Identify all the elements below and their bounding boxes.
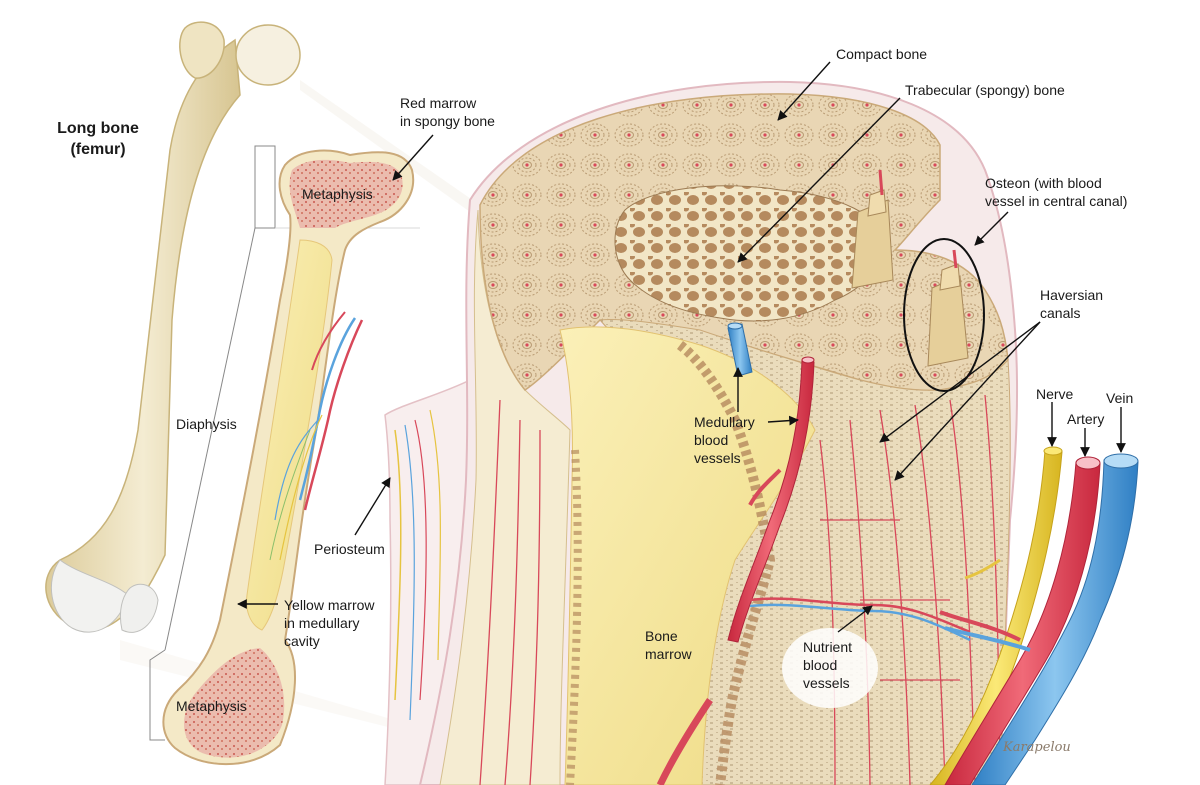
- arrow-nutrient-vessels: [837, 605, 873, 633]
- arrow-haversian-1: [879, 321, 1041, 443]
- label-metaphysis-bottom: Metaphysis: [176, 698, 247, 714]
- arrow-haversian-2: [894, 321, 1041, 481]
- label-nerve: Nerve: [1036, 386, 1074, 402]
- femur-section: [149, 145, 420, 766]
- leader-arrows: [237, 61, 1126, 633]
- label-bone-marrow: Bone marrow: [645, 628, 692, 662]
- label-nutrient-vessels: Nutrient blood vessels: [803, 639, 853, 691]
- label-trabecular-bone: Trabecular (spongy) bone: [905, 82, 1065, 98]
- arrow-red-marrow: [392, 134, 434, 181]
- label-red-marrow: Red marrow in spongy bone: [400, 95, 495, 129]
- artist-signature: Karapelou: [1003, 740, 1071, 755]
- label-vein: Vein: [1106, 390, 1134, 406]
- arrow-osteon: [974, 211, 1009, 246]
- arrow-trabecular-bone: [737, 97, 901, 263]
- arrow-medullary-red: [767, 415, 799, 426]
- osteon-highlight-ring: [903, 238, 985, 392]
- label-yellow-marrow: Yellow marrow in medullary cavity: [284, 597, 375, 649]
- label-diaphysis: Diaphysis: [176, 416, 237, 432]
- label-medullary-vessels: Medullary blood vessels: [694, 414, 755, 466]
- label-compact-bone: Compact bone: [836, 46, 928, 62]
- osteon-cylinder: [851, 169, 969, 367]
- figure-title: Long bone (femur): [57, 120, 139, 158]
- medullary-blood-vessels: [656, 322, 815, 785]
- label-osteon: Osteon (with blood vessel in central can…: [985, 175, 1128, 209]
- neurovascular-bundle: [929, 446, 1139, 785]
- arrow-compact-bone: [777, 61, 831, 121]
- label-artery: Artery: [1067, 411, 1105, 427]
- label-metaphysis-top: Metaphysis: [302, 186, 373, 202]
- arrow-periosteum: [354, 477, 391, 536]
- label-haversian-canals: Haversian canals: [1040, 287, 1104, 321]
- label-periosteum: Periosteum: [314, 541, 385, 557]
